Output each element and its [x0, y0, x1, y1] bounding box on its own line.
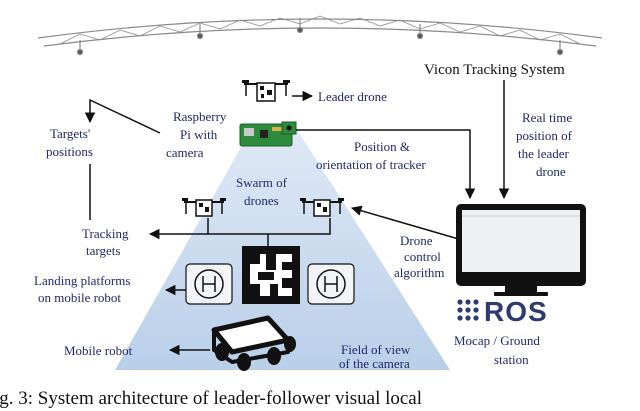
swarm-label-line1: Swarm of [236, 175, 288, 190]
position-label-line1: Position & [354, 139, 410, 154]
position-label-line2: orientation of tracker [316, 157, 426, 172]
swarm-drone-right-icon [300, 198, 344, 217]
realtime-line1: Real time [522, 110, 572, 125]
realtime-line4: drone [536, 164, 566, 179]
ground-station-monitor-icon [456, 204, 586, 296]
leader-drone-icon [242, 80, 290, 102]
rpi-label-line1: Raspberry [173, 109, 227, 124]
targets-positions-line1: Targets' [50, 126, 90, 141]
drone-control-line3: algorithm [394, 265, 445, 280]
mobile-robot-label: Mobile robot [64, 343, 133, 358]
mocap-label-line2: station [494, 352, 529, 367]
vicon-truss-icon [37, 15, 603, 56]
fov-label-line1: Field of view [341, 342, 411, 357]
rpi-label-line3: camera [166, 145, 204, 160]
landing-pad-right-icon [307, 263, 355, 305]
targets-positions-line2: positions [46, 144, 93, 159]
drone-control-line1: Drone [400, 233, 433, 248]
ros-wordmark: ROS [484, 296, 548, 327]
rpi-label-line2: Pi with [180, 127, 218, 142]
figure-caption: ig. 3: System architecture of leader-fol… [0, 388, 422, 409]
mocap-label-line1: Mocap / Ground [454, 333, 540, 348]
arrow-rpi-to-targets [84, 98, 161, 134]
raspberry-pi-icon [239, 121, 297, 147]
landing-pad-left-icon [185, 263, 233, 305]
drone-control-line2: control [404, 249, 441, 264]
aruco-marker-icon [242, 246, 300, 304]
realtime-line3: the leader [518, 146, 570, 161]
landing-label-line1: Landing platforms [34, 273, 130, 288]
vicon-label: Vicon Tracking System [424, 62, 565, 78]
mobile-robot-icon [211, 315, 296, 371]
swarm-connector-line [208, 218, 331, 235]
swarm-label-line2: drones [244, 193, 279, 208]
tracking-label-line2: targets [86, 243, 120, 258]
tracking-label-line1: Tracking [82, 226, 129, 241]
realtime-line2: position of [516, 128, 573, 143]
fov-label-line2: of the camera [339, 356, 410, 371]
arrow-control-to-swarm [350, 205, 463, 241]
swarm-drone-left-icon [182, 198, 226, 217]
arrow-rpi-to-station [296, 129, 476, 200]
ros-logo-icon [457, 299, 479, 321]
leader-drone-label: Leader drone [318, 89, 387, 104]
landing-label-line2: on mobile robot [38, 290, 121, 305]
